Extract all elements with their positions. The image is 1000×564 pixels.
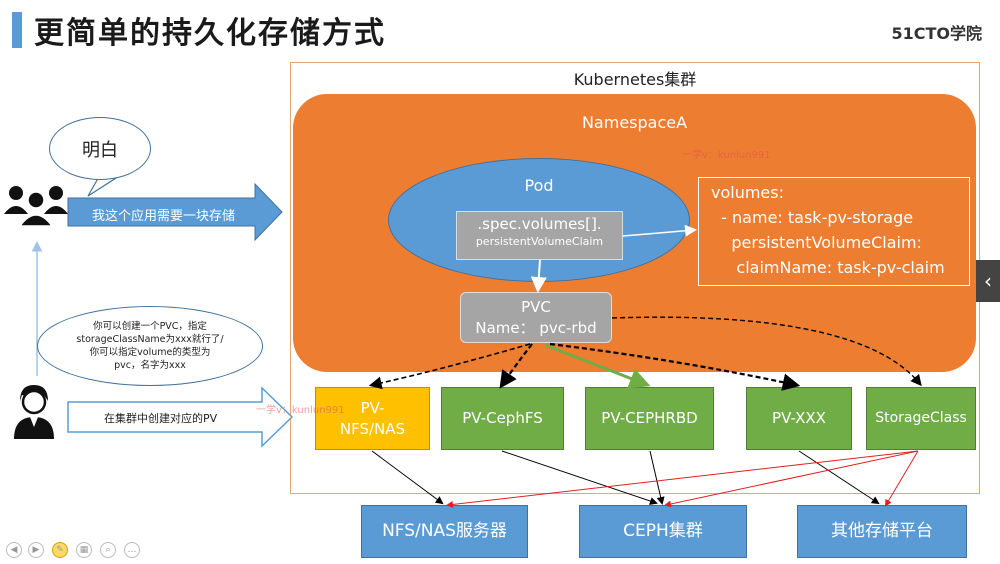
bubble-user-text: 明白 <box>82 139 118 161</box>
pv-nfs-box: PV- NFS/NAS <box>315 387 430 450</box>
spec-to-pvc-arrow <box>530 259 547 293</box>
user-speech-bubble: 明白 <box>49 117 151 180</box>
backend-nfs-box: NFS/NAS服务器 <box>361 505 528 558</box>
admin-person-icon <box>14 385 54 439</box>
pvc-to-cephfs-arrow <box>499 343 533 389</box>
spec-line-1: .spec.volumes[]. <box>477 215 602 233</box>
pvc-title: PVC <box>521 298 551 316</box>
pv-cephrbd-box: PV-CEPHRBD <box>585 387 714 450</box>
yaml-line: claimName: task-pv-claim <box>711 258 945 277</box>
pv-xxx-box: PV-XXX <box>746 387 852 450</box>
admin-bubble-line: 你可以创建一个PVC，指定 <box>93 321 207 332</box>
watermark: 一学v：kunlun991 <box>682 150 771 161</box>
admin-speech-bubble: 你可以创建一个PVC，指定 storageClassName为xxx就行了/ 你… <box>37 306 263 386</box>
nfs-to-server-arrow <box>371 450 444 505</box>
next-slide-button[interactable]: ▶ <box>28 542 44 558</box>
sc-to-nfs-red-arrow <box>446 450 919 508</box>
zoom-button[interactable]: ⌕ <box>100 542 116 558</box>
admin-pv-arrow-shape <box>67 386 294 448</box>
prev-slide-button[interactable]: ◀ <box>6 542 22 558</box>
pvc-to-pvxxx-arrow <box>549 342 801 391</box>
watermark: 一学v：kunlun991 <box>256 405 345 416</box>
users-group-icon <box>4 186 68 227</box>
brand-logo: 51CTO学院 <box>891 24 982 43</box>
pod-label: Pod <box>524 176 554 195</box>
pvc-to-cephrbd-arrow <box>544 343 651 389</box>
spec-to-volumes-arrow <box>622 224 697 237</box>
sc-to-other-red-arrow <box>884 450 919 507</box>
pvc-name: Name： pvc-rbd <box>475 319 597 337</box>
admin-bubble-line: 你可以指定volume的类型为 <box>89 347 211 358</box>
user-request-label: 我这个应用需要一块存储 <box>92 209 236 224</box>
pod-spec-box: .spec.volumes[]. persistentVolumeClaim <box>456 211 623 260</box>
admin-pv-label: 在集群中创建对应的PV <box>104 412 218 425</box>
user-request-arrow-shape <box>67 182 283 242</box>
backend-other-box: 其他存储平台 <box>797 505 967 558</box>
pv-nfs-line1: PV- <box>360 398 385 417</box>
pen-tool-button[interactable]: ✎ <box>52 542 68 558</box>
sc-to-ceph-red-arrow <box>664 450 919 508</box>
backend-ceph-box: CEPH集群 <box>579 505 747 558</box>
page-title: 更简单的持久化存储方式 <box>34 16 386 51</box>
spec-line-2: persistentVolumeClaim <box>475 235 604 248</box>
cephfs-to-ceph-arrow <box>501 450 658 505</box>
admin-bubble-line: storageClassName为xxx就行了/ <box>76 334 224 345</box>
more-options-button[interactable]: … <box>124 542 140 558</box>
cephrbd-to-ceph-arrow <box>649 450 665 505</box>
slides-overview-button[interactable]: ▦ <box>76 542 92 558</box>
pv-nfs-line2: NFS/NAS <box>339 419 406 438</box>
yaml-line: persistentVolumeClaim: <box>711 233 922 252</box>
admin-bubble-line: pvc，名字为xxx <box>114 360 186 371</box>
side-panel-toggle-button[interactable]: ‹ <box>976 260 1000 302</box>
pvxxx-to-other-arrow <box>798 450 880 505</box>
pvc-to-storageclass-arrow <box>611 316 922 387</box>
cluster-label: Kubernetes集群 <box>573 70 697 89</box>
namespace-label: NamespaceA <box>581 113 688 132</box>
pvc-to-nfs-arrow <box>368 343 531 390</box>
yaml-line: volumes: <box>711 183 784 202</box>
pv-cephfs-box: PV-CephFS <box>441 387 564 450</box>
yaml-line: - name: task-pv-storage <box>711 208 914 227</box>
pvc-box: PVC Name： pvc-rbd <box>460 292 612 343</box>
volumes-yaml-box: volumes: - name: task-pv-storage persist… <box>698 177 970 286</box>
storageclass-box: StorageClass <box>866 387 976 450</box>
title-accent-bar <box>12 12 22 48</box>
